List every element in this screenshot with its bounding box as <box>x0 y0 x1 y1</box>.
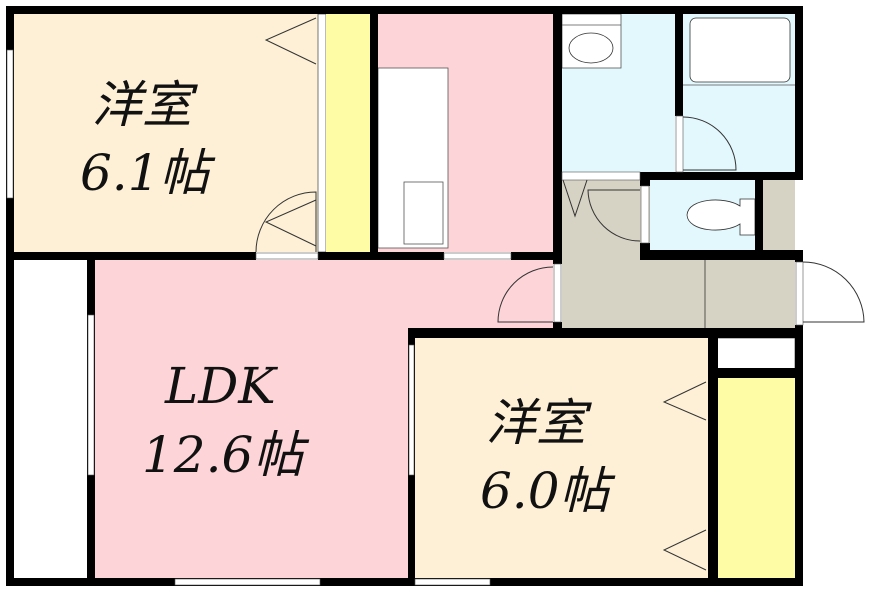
shoe-closet <box>714 337 796 371</box>
window-left <box>6 49 14 199</box>
left-storage <box>14 260 87 578</box>
ldk-hall-door-swing[interactable] <box>497 266 554 323</box>
toilet-door-frame <box>640 185 650 244</box>
room1-closet-door[interactable] <box>264 17 317 247</box>
stove-icon <box>403 181 444 245</box>
bath-door-frame <box>675 115 684 173</box>
room2-closet-door[interactable] <box>662 381 707 571</box>
kitchen-opening <box>443 252 512 260</box>
entry-door-swing[interactable] <box>802 261 865 323</box>
washroom-opening <box>561 171 641 181</box>
bath-door-swing[interactable] <box>682 116 737 171</box>
wash-door-leaf[interactable] <box>562 179 588 218</box>
bathtub-icon <box>689 17 791 83</box>
ldk-name: LDK <box>164 357 278 415</box>
closet-1 <box>326 14 370 252</box>
room2-size: 6.0帖 <box>480 462 616 520</box>
room2-name: 洋室 <box>486 394 592 452</box>
window-room2-bottom <box>414 578 491 586</box>
toilet-icon <box>686 198 756 236</box>
ldk-hall-door-frame <box>553 263 562 323</box>
closet-2 <box>718 378 795 578</box>
western-room-1 <box>14 14 318 252</box>
room1-name: 洋室 <box>92 76 198 134</box>
window-ldk-left <box>87 314 95 476</box>
entry-door-frame <box>795 261 804 326</box>
washing-machine-drum <box>568 32 614 64</box>
room1-size: 6.1帖 <box>80 144 216 202</box>
room1-door-opening <box>255 252 319 260</box>
closet-1-door-strip <box>317 13 327 253</box>
sliding-door-room2 <box>408 344 415 476</box>
western-room-2 <box>415 338 715 578</box>
room1-door-swing[interactable] <box>255 191 317 253</box>
window-ldk-bottom <box>174 578 321 586</box>
ldk-main <box>95 260 408 578</box>
ldk-size: 12.6帖 <box>142 426 309 484</box>
toilet-door-swing[interactable] <box>587 189 641 242</box>
